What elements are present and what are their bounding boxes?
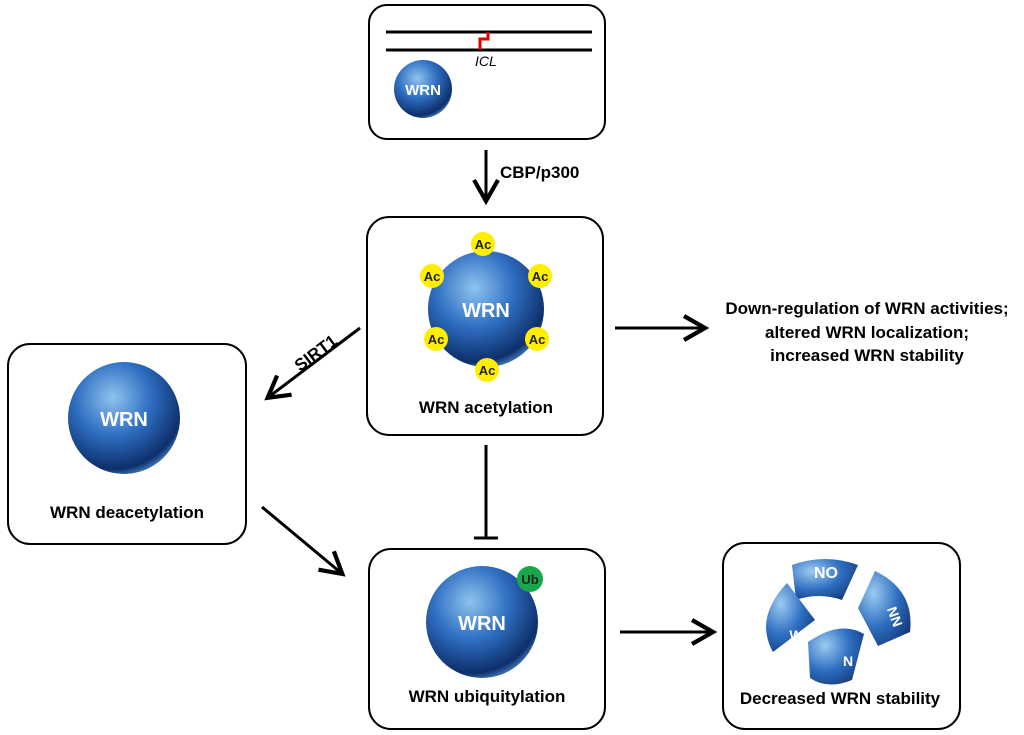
wrn-fragment [808, 628, 864, 685]
outcome-line: altered WRN localization; [765, 323, 969, 342]
acetyl-badge [471, 232, 495, 256]
acetyl-badge [420, 264, 444, 288]
acetylation-label: WRN acetylation [419, 398, 553, 417]
acetyl-badges: Ac Ac Ac Ac Ac Ac [420, 232, 552, 382]
fragment-text: N [843, 653, 853, 669]
wrn-sphere-deacetyl [68, 362, 180, 474]
wrn-fragment [792, 559, 858, 600]
wrn-fragment [766, 583, 815, 652]
arrow-sirt1 [264, 326, 361, 401]
acetyl-badge [528, 264, 552, 288]
ubiquitylation-label: WRN ubiquitylation [409, 687, 566, 706]
acetyl-badge-label: Ac [424, 269, 441, 284]
ubiquitin-badge [517, 566, 543, 592]
wrn-label-deacetyl: WRN [100, 409, 148, 431]
acetyl-badge [525, 327, 549, 351]
icl-label: ICL [475, 53, 497, 69]
wrn-label-icl: WRN [405, 82, 441, 99]
sirt1-label: SIRT1 [291, 331, 341, 375]
wrn-fragment [858, 571, 911, 646]
deacetylation-label: WRN deacetylation [50, 503, 204, 522]
acetyl-badge [475, 358, 499, 382]
arrow-to-ubiquitylation [261, 505, 346, 577]
acetyl-badge [424, 327, 448, 351]
acetyl-badge-label: Ac [475, 237, 492, 252]
outcome-line: increased WRN stability [770, 346, 964, 365]
acetyl-badge-label: Ac [532, 269, 549, 284]
outcome-text: Down-regulation of WRN activities; alter… [725, 299, 1008, 365]
outcome-line: Down-regulation of WRN activities; [725, 299, 1008, 318]
fragment-text: W [789, 627, 803, 643]
wrn-label-ubiq: WRN [458, 613, 506, 635]
wrn-sphere-acetyl [428, 251, 544, 367]
wrn-sphere-ubiq [426, 566, 538, 678]
cbp-label: CBP/p300 [500, 163, 579, 182]
wrn-label-acetyl: WRN [462, 300, 510, 322]
decreased-stability-label: Decreased WRN stability [740, 689, 941, 708]
ubiquitin-badge-label: Ub [521, 572, 538, 587]
wrn-fragments: NO W NN N [766, 559, 911, 685]
acetyl-badge-label: Ac [479, 363, 496, 378]
fragment-text: NO [814, 565, 838, 582]
fragment-text: NN [884, 604, 906, 628]
acetyl-badge-label: Ac [529, 332, 546, 347]
icl-crosslink [478, 32, 490, 50]
acetyl-badge-label: Ac [428, 332, 445, 347]
wrn-sphere-icl [394, 60, 452, 118]
